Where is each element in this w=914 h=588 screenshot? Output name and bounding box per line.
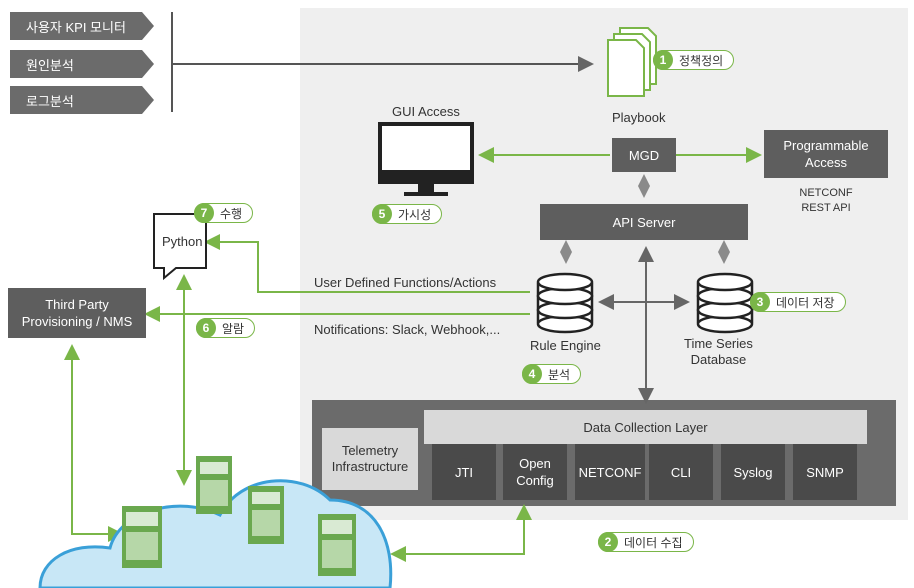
mgd-box: MGD (612, 138, 676, 172)
notifications-flow-label: Notifications: Slack, Webhook,... (314, 322, 501, 337)
playbook-label: Playbook (612, 110, 666, 125)
playbook-icon (607, 27, 657, 97)
database-icon (536, 272, 594, 334)
monitor-icon (378, 122, 474, 196)
telemetry-infrastructure: Telemetry Infrastructure (322, 428, 418, 490)
tsdb-label: Time Series Database (684, 336, 753, 367)
netconf-rest-label: NETCONF REST API (799, 187, 853, 214)
protocol-netconf: NETCONF (575, 444, 645, 500)
programmable-access-box: Programmable Access (764, 130, 888, 178)
database-icon (696, 272, 754, 334)
third-party-nms-box: Third Party Provisioning / NMS (8, 288, 146, 338)
network-device-icon (196, 456, 232, 514)
python-label: Python (162, 234, 203, 249)
menu-user-kpi-monitor[interactable]: 사용자 KPI 모니터 (10, 12, 154, 40)
rule-engine-label: Rule Engine (530, 338, 601, 353)
protocol-jti: JTI (432, 444, 496, 500)
protocol-cli: CLI (649, 444, 713, 500)
udf-flow-label: User Defined Functions/Actions (314, 275, 497, 290)
network-device-icon (318, 514, 356, 576)
network-device-icon (122, 506, 162, 568)
data-collection-layer-title: Data Collection Layer (583, 420, 708, 435)
protocol-openconfig: Open Config (503, 444, 567, 500)
menu-root-cause-analysis[interactable]: 원인분석 (10, 50, 154, 78)
api-server-box: API Server (540, 204, 748, 240)
gui-access-label: GUI Access (392, 104, 460, 119)
protocol-syslog: Syslog (721, 444, 785, 500)
data-collection-layer-panel (424, 410, 867, 444)
menu-log-analysis[interactable]: 로그분석 (10, 86, 154, 114)
protocol-snmp: SNMP (793, 444, 857, 500)
network-device-icon (248, 486, 284, 544)
